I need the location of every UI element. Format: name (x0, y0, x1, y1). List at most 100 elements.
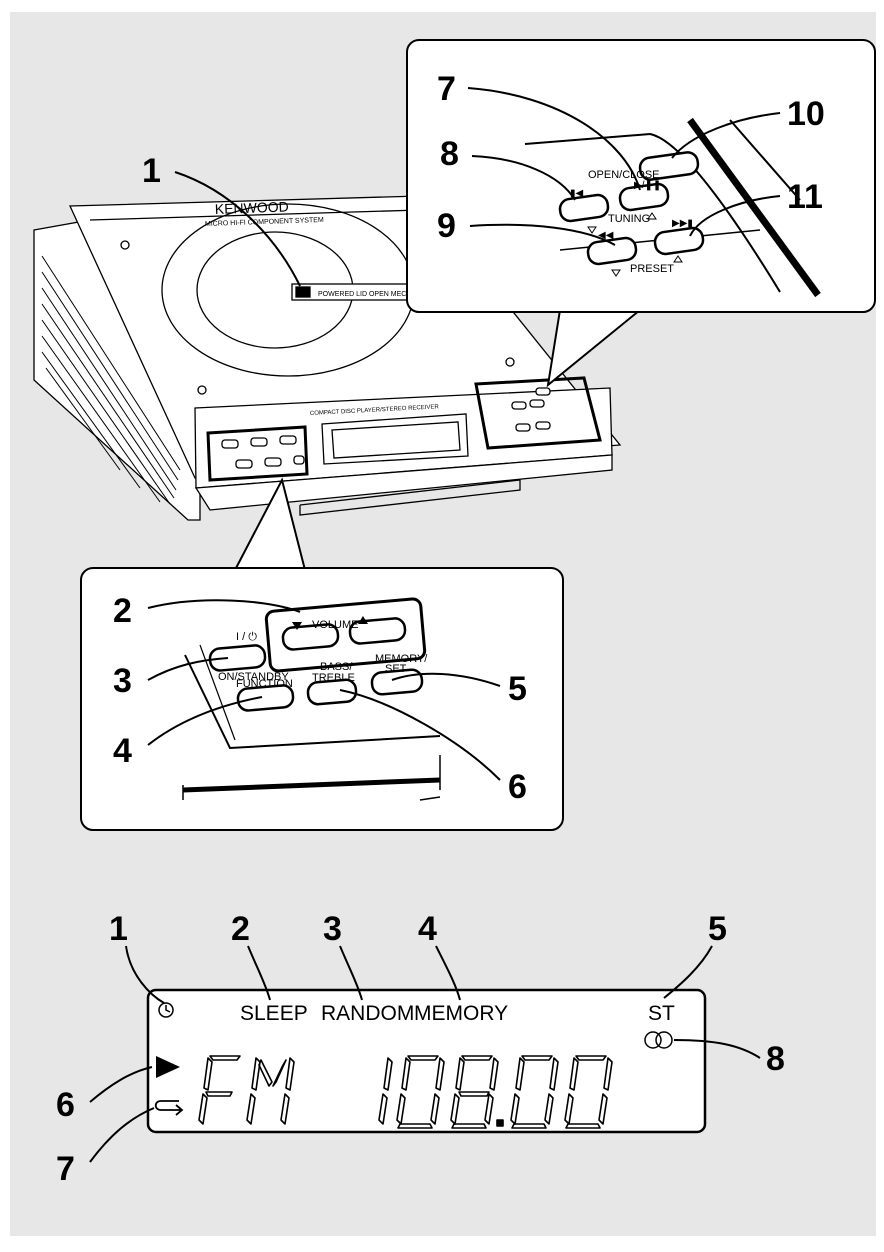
disc-logo (295, 286, 311, 298)
screw (197, 385, 207, 395)
leader-line-3 (147, 657, 229, 681)
up-triangle-icon (647, 212, 657, 220)
right-detail-callout: ▮◀ ▶/❚❚ ◀◀ ▶▶▮ (406, 39, 876, 388)
segment-char-M (246, 1057, 295, 1125)
volume-group-outline (264, 597, 427, 673)
display-leader-2 (247, 945, 271, 1001)
down-triangle-icon (587, 226, 597, 234)
memory-set-label-line2: SET (385, 663, 407, 675)
stereo-unit (33, 195, 622, 521)
stereo-rings-icon (644, 1031, 673, 1049)
stereo-indicator: ST (648, 1002, 675, 1025)
callout-7: 7 (437, 70, 456, 108)
preset-label: PRESET (630, 263, 674, 275)
segment-char-0b (510, 1055, 559, 1129)
volume-down-button[interactable] (281, 623, 340, 651)
display-callout-4: 4 (418, 910, 437, 948)
display-leader-6 (89, 1066, 153, 1103)
callout-2: 2 (113, 592, 132, 630)
display-callout-7: 7 (56, 1150, 75, 1188)
brand-name: KENWOOD (215, 198, 289, 217)
callout-3: 3 (113, 662, 132, 700)
skip-prev-icon: ▮◀ (570, 188, 584, 199)
left-button-cluster (206, 425, 309, 482)
unit-base (194, 454, 613, 511)
speaker-grille (41, 255, 181, 505)
callout-4: 4 (113, 732, 132, 770)
display-callout-6: 6 (56, 1086, 75, 1124)
on-standby-label: ON/STANDBY (218, 671, 289, 683)
callout-9: 9 (437, 207, 456, 245)
up-triangle-icon (673, 255, 683, 263)
leader-line-8 (471, 155, 576, 201)
left-detail-callout (80, 477, 564, 831)
leader-line-6 (339, 689, 501, 781)
segment-readout (198, 1055, 613, 1129)
screw (120, 240, 130, 250)
memory-indicator: MEMORY (414, 1002, 508, 1025)
leader-line-9 (469, 223, 616, 246)
display-leader-4 (435, 945, 461, 1001)
volume-up-button[interactable] (348, 617, 407, 645)
display-callout-8: 8 (766, 1040, 785, 1078)
volume-up-icon (358, 616, 368, 624)
volume-down-icon (292, 622, 302, 630)
volume-label: VOLUME (312, 619, 358, 631)
display-callout-1: 1 (109, 910, 128, 948)
segment-char-0a (396, 1055, 445, 1129)
callout-11: 11 (787, 178, 823, 216)
display-leader-1 (125, 945, 165, 1004)
play-pause-icon: ▶/❚❚ (634, 180, 661, 191)
segment-char-1 (378, 1057, 393, 1125)
display-leader-7 (89, 1107, 155, 1163)
right-panel-edge (524, 132, 781, 293)
left-panel-edge (184, 654, 441, 750)
callout-6: 6 (508, 768, 527, 806)
function-button[interactable] (236, 684, 295, 712)
skip-forward-icon: ▶▶▮ (672, 218, 693, 229)
bass-treble-button[interactable] (306, 678, 358, 706)
callout-5: 5 (508, 670, 527, 708)
open-close-label: OPEN/CLOSE (588, 169, 660, 181)
right-panel-thick-edge (687, 117, 821, 298)
display-leader-3 (339, 945, 363, 1001)
sleep-indicator: SLEEP (240, 1002, 308, 1025)
segment-char-F (198, 1055, 241, 1125)
memory-set-label-line1: MEMORY/ (375, 653, 428, 665)
preset-down-button[interactable] (586, 236, 638, 266)
right-detail-box (406, 39, 876, 313)
segment-char-8 (450, 1055, 499, 1129)
screw (505, 357, 515, 367)
leader-line-10 (671, 112, 781, 159)
function-label: FUNCTION (236, 678, 293, 690)
display-leader-8 (673, 1039, 761, 1059)
leader-line-5 (391, 672, 501, 687)
display-leader-5 (663, 945, 713, 999)
leader-line-unit-1 (174, 171, 301, 287)
tuning-down-button[interactable] (558, 193, 610, 223)
band-readout: FM (200, 1062, 304, 1142)
unit-display-inner (331, 421, 461, 459)
bass-treble-label-line1: BASS/ (320, 661, 353, 673)
play-icon (156, 1056, 180, 1078)
tuning-up-button[interactable] (618, 182, 670, 212)
unit-top-bevel (89, 209, 421, 221)
repeat-icon (154, 1100, 184, 1116)
random-indicator: RANDOM (321, 1002, 414, 1025)
leader-line-4 (147, 696, 263, 746)
display-callout-3: 3 (323, 910, 342, 948)
leader-line-7 (467, 87, 641, 191)
unit-base-slots (299, 479, 521, 516)
skip-back-icon: ◀◀ (598, 230, 614, 241)
segment-char-0c (564, 1055, 613, 1129)
down-triangle-icon (611, 269, 621, 277)
callout-10: 10 (787, 95, 825, 133)
open-close-button[interactable] (638, 151, 700, 181)
lid-label-text: POWERED LID OPEN MECHANISM (318, 291, 434, 298)
clock-icon (158, 1002, 174, 1018)
callout-8: 8 (440, 135, 459, 173)
callout-unit-1: 1 (142, 152, 161, 190)
bass-treble-label-line2: TREBLE (312, 672, 355, 684)
power-label: I / ⏻ (236, 631, 257, 643)
